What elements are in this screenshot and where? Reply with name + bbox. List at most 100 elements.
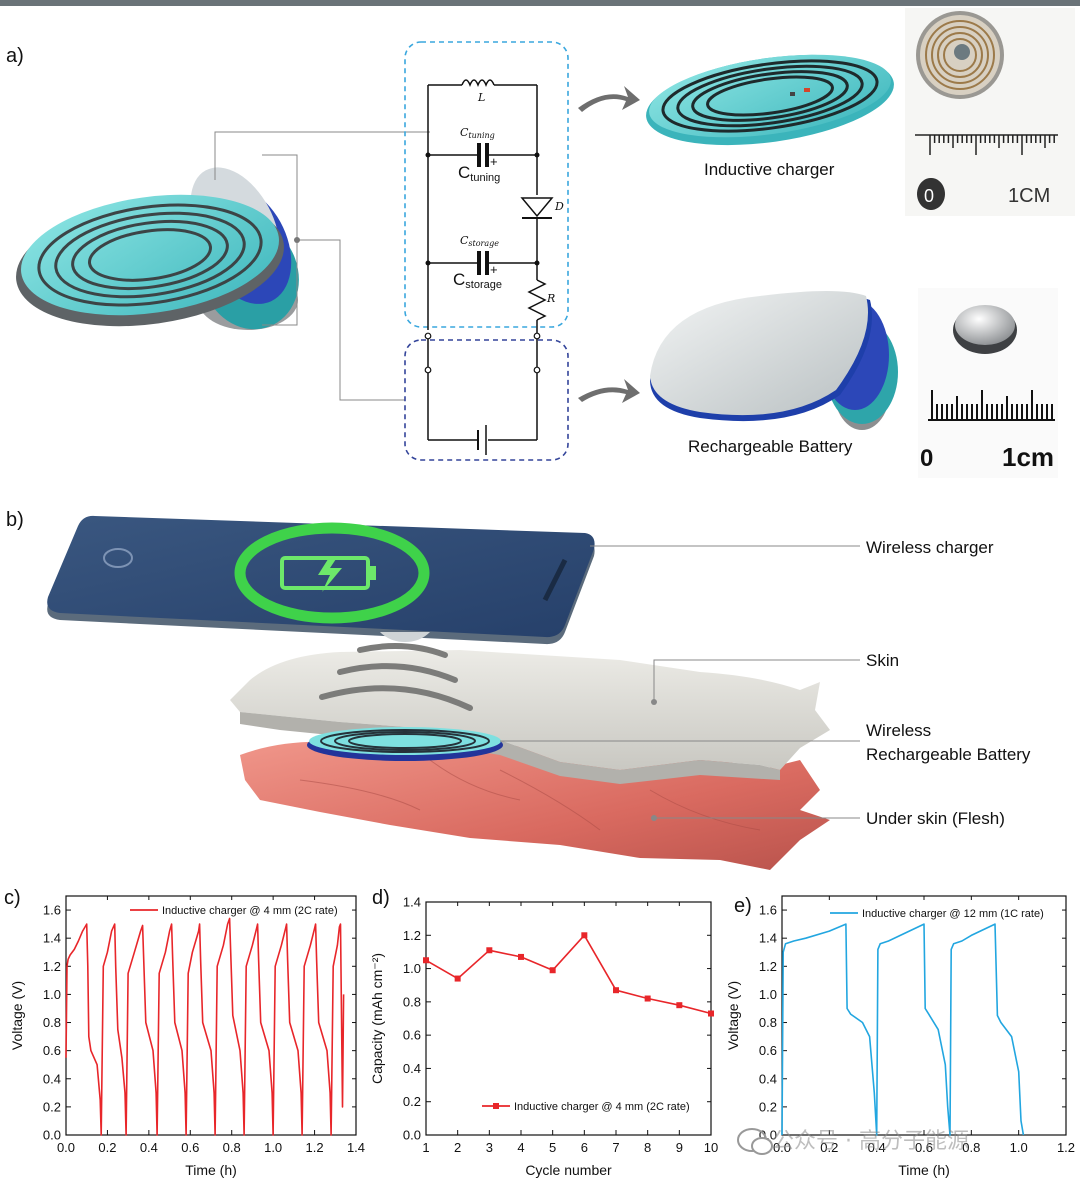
watermark-text: 公众号 · 高分子能源	[772, 1129, 969, 1154]
leader-skin	[653, 659, 860, 702]
panel-d-label: d)	[372, 887, 390, 909]
legend-label: Inductive charger @ 4 mm (2C rate)	[514, 1101, 690, 1113]
x-tick-label: 1.2	[1057, 1140, 1075, 1155]
data-point	[486, 947, 493, 954]
y-tick-label: 1.6	[759, 903, 777, 918]
y-tick-label: 1.4	[43, 931, 61, 946]
x-tick-label: 1	[422, 1140, 429, 1155]
plot-frame	[65, 895, 357, 1136]
c-storage-italic-sub: storage	[468, 239, 499, 248]
y-tick-label: 0.0	[403, 1128, 421, 1143]
diode-label: D	[554, 200, 564, 213]
y-tick-label: 0.6	[43, 1043, 61, 1058]
panel-e-label: e)	[734, 895, 752, 917]
x-tick-label: 0.0	[57, 1140, 75, 1155]
battery-label-line2: Rechargeable Battery	[866, 745, 1031, 764]
battery-label-line1: Wireless	[866, 721, 931, 740]
y-tick-label: 0.4	[759, 1071, 777, 1086]
y-tick-label: 1.2	[759, 959, 777, 974]
diode-symbol	[520, 197, 554, 218]
data-point	[423, 957, 429, 964]
x-axis-label: Time (h)	[185, 1162, 237, 1178]
data-point	[676, 1002, 683, 1009]
inductive-charger-label: Inductive charger	[704, 160, 835, 179]
charger-photo: 0 1CM	[905, 8, 1075, 216]
x-tick-label: 0.6	[181, 1140, 199, 1155]
y-tick-label: 1.0	[759, 987, 777, 1002]
y-tick-label: 1.4	[759, 931, 777, 946]
x-tick-label: 0.0	[773, 1140, 791, 1155]
x-tick-label: 1.2	[306, 1140, 324, 1155]
legend-label: Inductive charger @ 12 mm (1C rate)	[862, 908, 1044, 920]
x-tick-label: 7	[612, 1140, 619, 1155]
charging-ring	[234, 522, 430, 624]
x-tick-label: 1.0	[1010, 1140, 1028, 1155]
c-tuning-sub: tuning	[470, 172, 500, 184]
x-tick-label: 8	[644, 1140, 651, 1155]
y-tick-label: 0.8	[403, 994, 421, 1009]
x-tick-label: 3	[486, 1140, 493, 1155]
skin-label: Skin	[866, 651, 899, 670]
panel-a-label: a)	[6, 45, 24, 67]
charger-circuit-box	[404, 41, 569, 328]
x-tick-label: 0.4	[868, 1140, 886, 1155]
leader-charger	[214, 131, 430, 180]
x-tick-label: 10	[704, 1140, 718, 1155]
y-axis-label: Voltage (V)	[9, 981, 25, 1050]
watermark: 公众号 · 高分子能源	[737, 1128, 969, 1155]
x-tick-label: 0.4	[140, 1140, 158, 1155]
inductor-label: L	[477, 91, 485, 104]
x-tick-label: 0.8	[223, 1140, 241, 1155]
data-point	[581, 932, 588, 939]
x-axis-label: Cycle number	[525, 1162, 612, 1178]
svg-text:Cstorage: Cstorage	[453, 270, 502, 291]
resistor-symbol	[527, 279, 547, 321]
ruler-top-zero: 0	[924, 186, 934, 206]
c-storage-sub: storage	[465, 279, 502, 291]
c-tuning-italic-sub: tuning	[468, 131, 494, 140]
leader-dot	[294, 237, 300, 243]
inductor-coil	[461, 79, 495, 88]
leader-battery	[297, 239, 405, 401]
circuit-diagram: L Ctuning Ctuning + D Cstorage Cstorage …	[404, 41, 569, 461]
c-storage-plus: +	[490, 262, 498, 277]
series-line	[781, 923, 1025, 1136]
y-tick-label: 1.2	[403, 928, 421, 943]
resistor-label: R	[546, 292, 555, 305]
x-tick-label: 0.6	[915, 1140, 933, 1155]
legend-label: Inductive charger @ 4 mm (2C rate)	[162, 905, 338, 917]
x-tick-label: 9	[676, 1140, 683, 1155]
top-edge-strip	[0, 0, 1080, 6]
x-tick-label: 0.8	[962, 1140, 980, 1155]
c-tuning-plus: +	[490, 154, 498, 169]
series-line	[65, 917, 345, 1136]
x-tick-label: 6	[581, 1140, 588, 1155]
data-point	[644, 995, 651, 1002]
c-storage-label: C	[453, 270, 465, 289]
y-tick-label: 0.6	[403, 1028, 421, 1043]
x-tick-label: 0.2	[98, 1140, 116, 1155]
implanted-battery	[307, 727, 503, 761]
arrow-to-battery	[578, 379, 640, 403]
y-tick-label: 0.4	[403, 1061, 421, 1076]
x-tick-label: 2	[454, 1140, 461, 1155]
svg-text:Cstorage: Cstorage	[460, 234, 499, 248]
data-point	[549, 967, 556, 974]
y-tick-label: 0.8	[43, 1015, 61, 1030]
c-tuning-italic: C	[460, 126, 469, 139]
battery-circuit-box	[404, 339, 569, 461]
data-point	[518, 953, 524, 960]
data-point	[613, 987, 619, 994]
svg-text:Ctuning: Ctuning	[460, 126, 495, 140]
rechargeable-battery-stack	[650, 291, 898, 430]
inductive-charger-coil	[646, 54, 894, 146]
x-tick-label: 1.4	[347, 1140, 365, 1155]
x-tick-label: 1.0	[264, 1140, 282, 1155]
plot-frame	[425, 901, 712, 1136]
rechargeable-battery-label: Rechargeable Battery	[688, 437, 853, 456]
battery-photo: 0 1cm	[918, 288, 1058, 478]
y-tick-label: 0.4	[43, 1071, 61, 1086]
ruler-top-unit: 1CM	[1008, 185, 1050, 207]
legend-marker	[493, 1103, 499, 1109]
